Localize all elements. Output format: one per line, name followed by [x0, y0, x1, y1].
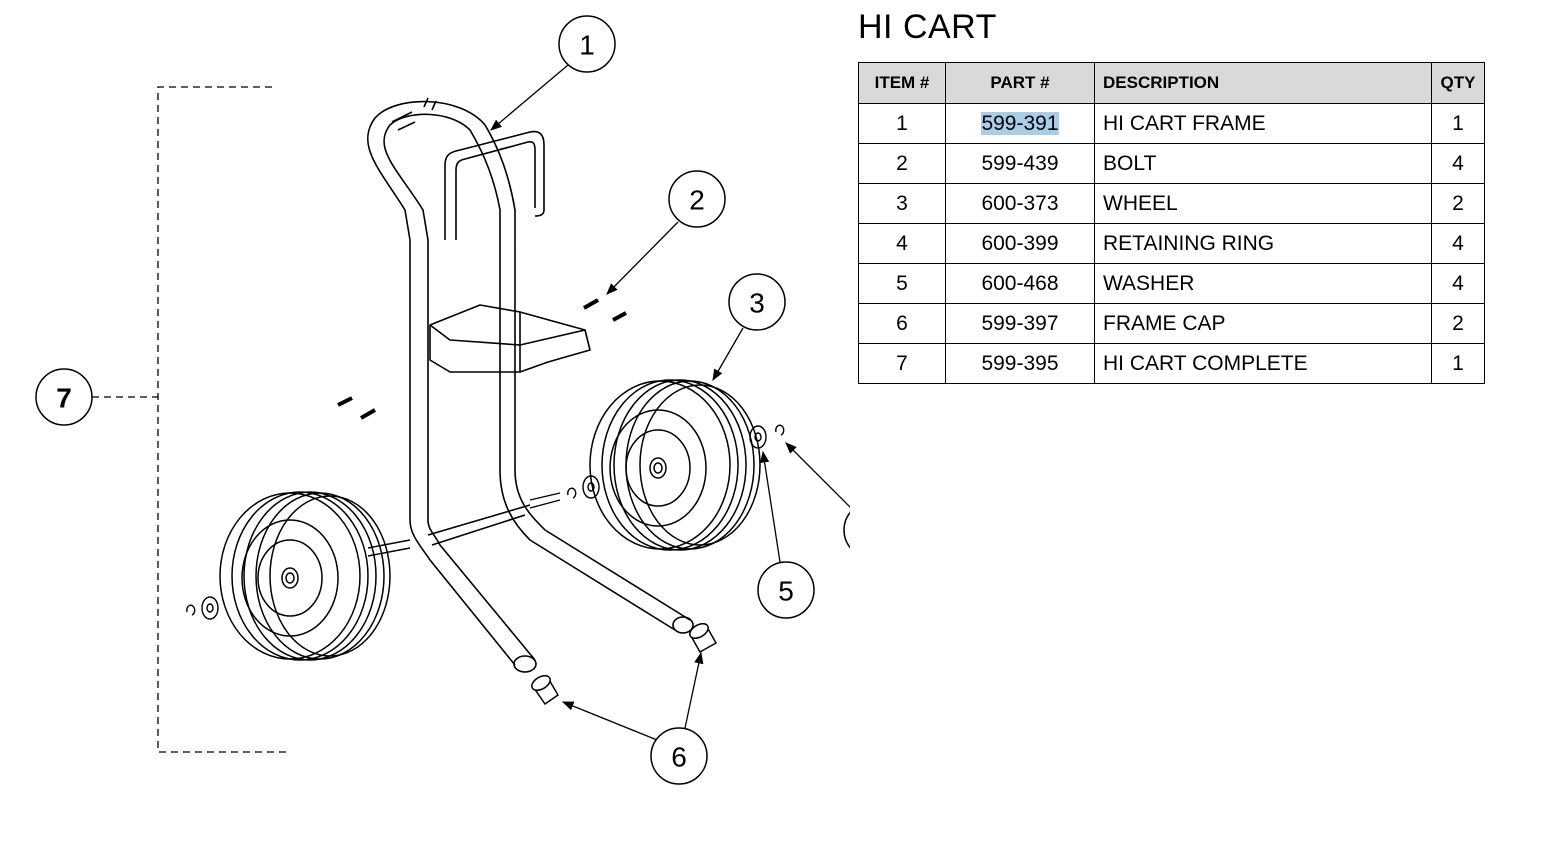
washers-and-rings [186, 424, 785, 620]
table-row: 5 600-468 WASHER 4 [858, 263, 1485, 304]
leader-lines [490, 59, 850, 741]
cell-qty: 1 [1431, 103, 1485, 144]
cell-qty: 4 [1431, 143, 1485, 184]
cell-description: WHEEL [1094, 183, 1432, 224]
callout-6 [650, 727, 708, 785]
cell-part[interactable]: 599-391 [945, 103, 1095, 144]
header-part: PART # [945, 62, 1095, 104]
callout-4 [843, 511, 850, 549]
parts-table: ITEM # PART # DESCRIPTION QTY 1 599-391 … [858, 62, 1485, 384]
cell-description: RETAINING RING [1094, 223, 1432, 264]
selected-part-text[interactable]: 599-391 [981, 111, 1059, 135]
cell-part: 599-397 [945, 303, 1095, 344]
header-qty: QTY [1431, 62, 1485, 104]
cell-part: 599-395 [945, 343, 1095, 384]
cell-qty: 1 [1431, 343, 1485, 384]
cell-item: 4 [858, 223, 946, 264]
cell-item: 1 [858, 103, 946, 144]
cell-part: 600-468 [945, 263, 1095, 304]
cell-description: WASHER [1094, 263, 1432, 304]
callout-1-label: 1 [579, 30, 595, 61]
wheel-right [589, 379, 761, 551]
callout-5 [757, 561, 815, 619]
table-row: 1 599-391 HI CART FRAME 1 [858, 103, 1485, 144]
callout-1 [558, 15, 616, 73]
cell-description: BOLT [1094, 143, 1432, 184]
cell-item: 3 [858, 183, 946, 224]
cell-part: 600-373 [945, 183, 1095, 224]
cell-item: 5 [858, 263, 946, 304]
cell-qty: 2 [1431, 303, 1485, 344]
cell-description: FRAME CAP [1094, 303, 1432, 344]
callout-3-label: 3 [749, 288, 765, 319]
header-item: ITEM # [858, 62, 946, 104]
table-row: 2 599-439 BOLT 4 [858, 143, 1485, 184]
cell-qty: 4 [1431, 223, 1485, 264]
cell-item: 7 [858, 343, 946, 384]
axle [367, 492, 561, 557]
callouts [35, 15, 850, 785]
bolts [337, 298, 627, 420]
page-title: HI CART [858, 8, 997, 46]
cell-description: HI CART FRAME [1094, 103, 1432, 144]
cell-part: 600-399 [945, 223, 1095, 264]
table-row: 6 599-397 FRAME CAP 2 [858, 303, 1485, 344]
callout-5-label: 5 [778, 576, 794, 607]
table-row: 4 600-399 RETAINING RING 4 [858, 223, 1485, 264]
assembly-bracket [92, 86, 288, 753]
exploded-view-diagram: 1 2 3 4 5 6 7 [35, 15, 850, 785]
callout-6-label: 6 [671, 742, 687, 773]
callout-2 [668, 170, 726, 228]
cart-frame [366, 97, 694, 673]
header-description: DESCRIPTION [1094, 62, 1432, 104]
table-row: 3 600-373 WHEEL 2 [858, 183, 1485, 224]
cell-item: 2 [858, 143, 946, 184]
cell-qty: 4 [1431, 263, 1485, 304]
frame-caps [531, 623, 718, 706]
callout-7-label: 7 [56, 383, 72, 414]
wheel-left [219, 491, 391, 661]
cell-item: 6 [858, 303, 946, 344]
cell-description: HI CART COMPLETE [1094, 343, 1432, 384]
cell-qty: 2 [1431, 183, 1485, 224]
table-row: 7 599-395 HI CART COMPLETE 1 [858, 343, 1485, 384]
callout-3 [728, 273, 786, 331]
callout-2-label: 2 [689, 185, 705, 216]
callout-7 [35, 368, 93, 426]
cell-part: 599-439 [945, 143, 1095, 184]
table-header-row: ITEM # PART # DESCRIPTION QTY [858, 62, 1485, 104]
